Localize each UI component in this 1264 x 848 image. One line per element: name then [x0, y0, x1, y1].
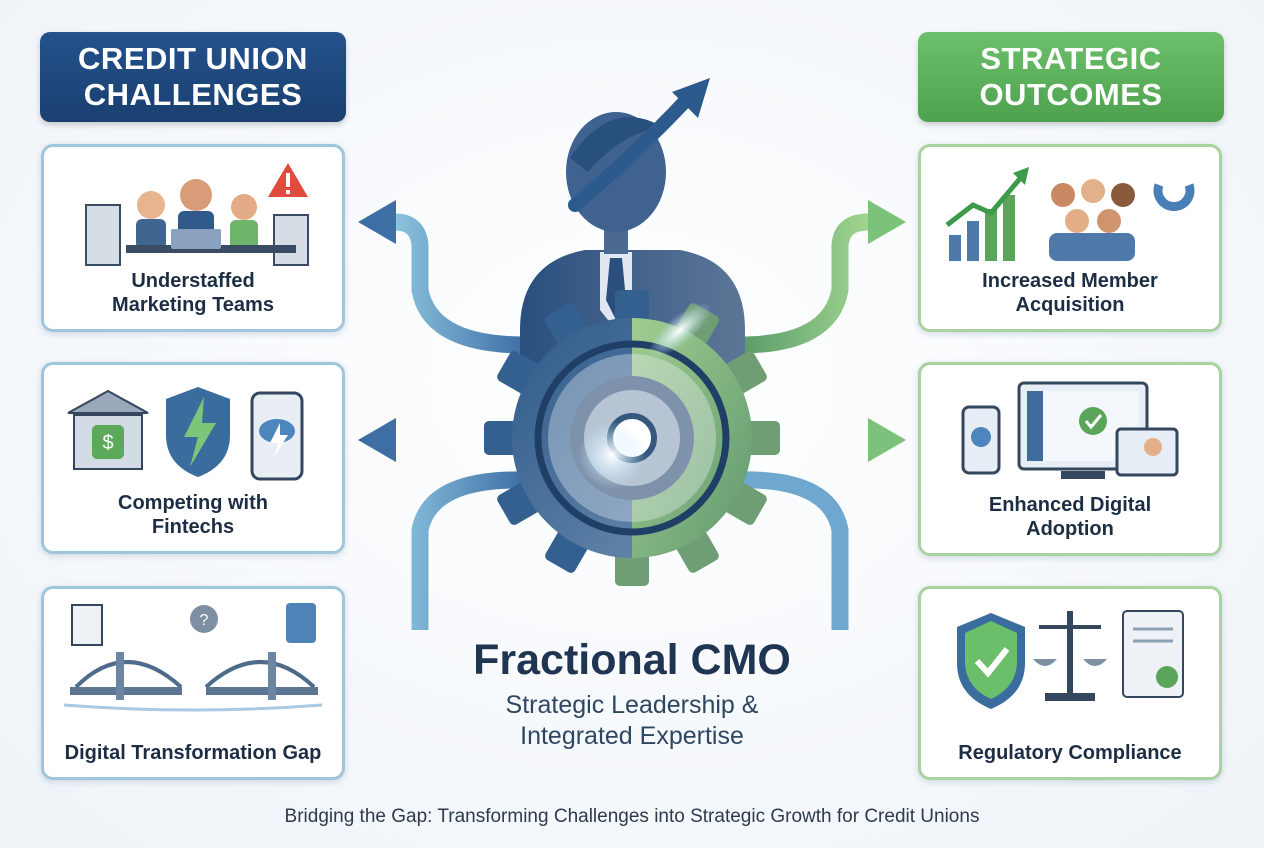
challenge-card-fintechs: $ Competing with Fintechs	[41, 362, 345, 554]
challenges-header: CREDIT UNION CHALLENGES	[40, 32, 346, 122]
svg-text:?: ?	[200, 612, 209, 629]
outcome-label: Increased Member Acquisition	[982, 270, 1158, 316]
challenge-card-digital-gap: ? Digital Transformation Gap	[41, 586, 345, 780]
growth-crowd-magnet-icon	[945, 167, 1195, 261]
outcomes-header: STRATEGIC OUTCOMES	[918, 32, 1224, 122]
center-title: Fractional CMO	[473, 636, 791, 684]
bank-shield-phone-icon: $	[67, 387, 304, 481]
svg-text:$: $	[102, 432, 113, 454]
outcome-card-member-acquisition: Increased Member Acquisition	[918, 144, 1222, 332]
challenge-label: Understaffed Marketing Teams	[112, 270, 274, 316]
caption: Bridging the Gap: Transforming Challenge…	[284, 806, 980, 827]
challenge-card-understaffed: Understaffed Marketing Teams	[41, 144, 345, 332]
left-arrows	[386, 213, 534, 630]
central-gear	[484, 290, 780, 586]
outcomes-header-text: STRATEGIC OUTCOMES	[979, 41, 1163, 112]
stressed-team-icon	[85, 163, 309, 266]
outcome-label: Regulatory Compliance	[958, 742, 1182, 764]
left-arrowheads	[358, 200, 396, 462]
devices-checkmark-icon	[961, 381, 1179, 479]
center-graphic	[358, 78, 906, 630]
right-arrowheads	[868, 200, 906, 462]
outcome-card-digital-adoption: Enhanced Digital Adoption	[918, 362, 1222, 556]
outcome-card-regulatory-compliance: Regulatory Compliance	[918, 586, 1222, 780]
challenges-header-text: CREDIT UNION CHALLENGES	[78, 41, 308, 112]
challenge-label: Digital Transformation Gap	[64, 742, 322, 764]
broken-bridge-icon: ?	[63, 603, 323, 712]
center-subtitle: Strategic Leadership & Integrated Expert…	[505, 691, 759, 750]
outcome-label: Enhanced Digital Adoption	[988, 494, 1152, 540]
right-arrows	[731, 213, 877, 630]
shield-scales-certificate-icon	[957, 610, 1184, 709]
challenge-label: Competing with Fintechs	[118, 492, 268, 538]
